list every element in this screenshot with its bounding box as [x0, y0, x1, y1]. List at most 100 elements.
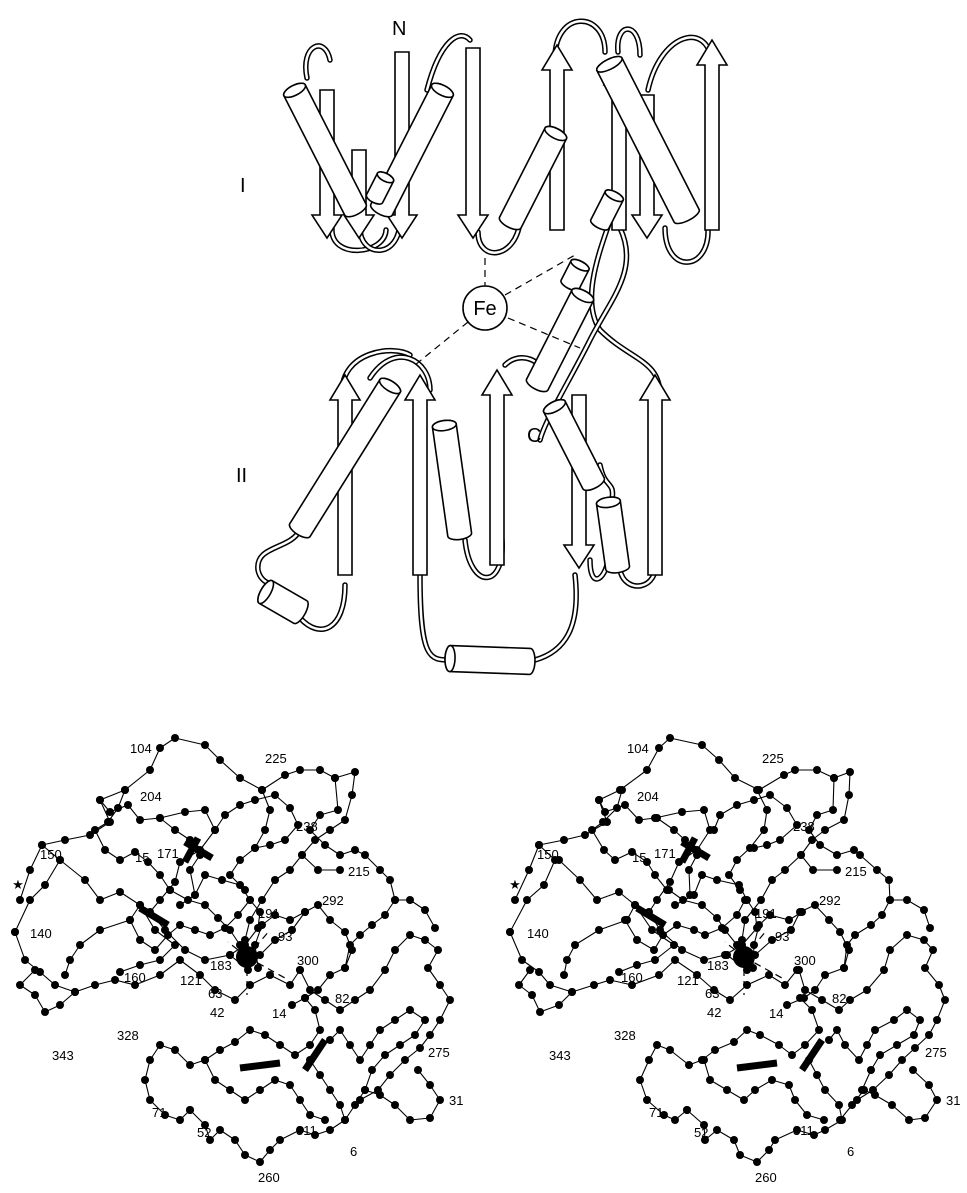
- helix: [524, 286, 595, 395]
- c-alpha-atom: [555, 1001, 563, 1009]
- c-alpha-atom: [271, 791, 279, 799]
- c-alpha-atom: [811, 986, 819, 994]
- c-alpha-atom: [935, 981, 943, 989]
- c-alpha-atom: [136, 901, 144, 909]
- c-alpha-atom: [348, 791, 356, 799]
- c-alpha-atom: [633, 961, 641, 969]
- c-alpha-atom: [341, 816, 349, 824]
- residue-label: 215: [348, 864, 370, 879]
- c-alpha-atom: [921, 964, 929, 972]
- c-alpha-atom: [341, 1116, 349, 1124]
- c-alpha-atom: [560, 971, 568, 979]
- c-alpha-atom: [96, 896, 104, 904]
- c-alpha-atom: [391, 896, 399, 904]
- c-alpha-atom: [666, 734, 674, 742]
- c-alpha-atom: [336, 866, 344, 874]
- c-alpha-atom: [750, 941, 758, 949]
- c-alpha-atom: [611, 856, 619, 864]
- c-alpha-atom: [301, 908, 309, 916]
- c-alpha-atom: [888, 1101, 896, 1109]
- c-alpha-atom: [156, 896, 164, 904]
- c-alpha-atom: [686, 891, 694, 899]
- c-alpha-atom: [600, 846, 608, 854]
- c-alpha-atom: [191, 891, 199, 899]
- c-alpha-atom: [693, 851, 701, 859]
- c-alpha-atom: [515, 981, 523, 989]
- c-alpha-atom: [846, 768, 854, 776]
- c-alpha-atom: [206, 931, 214, 939]
- c-alpha-atom: [926, 924, 934, 932]
- c-alpha-atom: [436, 1016, 444, 1024]
- c-alpha-atom: [341, 928, 349, 936]
- backbone-segment: [330, 1010, 425, 1090]
- c-alpha-atom: [536, 1008, 544, 1016]
- c-alpha-atom: [421, 1016, 429, 1024]
- c-alpha-atom: [246, 916, 254, 924]
- c-alpha-atom: [351, 768, 359, 776]
- c-alpha-atom: [391, 1101, 399, 1109]
- c-alpha-atom: [376, 1026, 384, 1034]
- residue-label: 238: [296, 819, 318, 834]
- residue-label: 311: [793, 1123, 814, 1138]
- c-alpha-atom: [376, 866, 384, 874]
- residue-label: 150: [537, 847, 559, 862]
- c-alpha-atom: [346, 941, 354, 949]
- c-alpha-atom: [106, 808, 114, 816]
- residue-label: 71: [649, 1105, 663, 1120]
- fe-atom: [236, 946, 258, 968]
- c-alpha-atom: [406, 896, 414, 904]
- c-alpha-atom: [321, 841, 329, 849]
- c-alpha-atom: [903, 896, 911, 904]
- c-alpha-atom: [595, 796, 603, 804]
- c-alpha-atom: [833, 851, 841, 859]
- c-alpha-atom: [898, 1056, 906, 1064]
- c-alpha-atom: [261, 1031, 269, 1039]
- c-alpha-atom: [196, 851, 204, 859]
- c-alpha-atom: [368, 1066, 376, 1074]
- c-alpha-atom: [855, 1056, 863, 1064]
- c-alpha-atom: [266, 806, 274, 814]
- c-alpha-atom: [361, 1086, 369, 1094]
- c-alpha-atom: [411, 1031, 419, 1039]
- c-alpha-atom: [818, 996, 826, 1004]
- residue-label: 260: [258, 1170, 280, 1185]
- c-alpha-atom: [51, 981, 59, 989]
- c-alpha-atom: [66, 956, 74, 964]
- c-alpha-atom: [768, 876, 776, 884]
- c-alpha-atom: [261, 826, 269, 834]
- c-alpha-atom: [713, 914, 721, 922]
- c-alpha-atom: [750, 844, 758, 852]
- residue-label: 292: [322, 893, 344, 908]
- c-alpha-atom: [226, 871, 234, 879]
- residue-label: 63: [705, 986, 719, 1001]
- c-alpha-atom: [201, 806, 209, 814]
- c-alpha-atom: [26, 866, 34, 874]
- c-alpha-atom: [136, 961, 144, 969]
- c-alpha-atom: [76, 941, 84, 949]
- c-alpha-atom: [681, 836, 689, 844]
- c-alpha-atom: [181, 946, 189, 954]
- c-alpha-atom: [184, 896, 192, 904]
- fe-label: Fe: [473, 298, 496, 320]
- helix: [559, 257, 590, 293]
- marker-star: ★: [12, 877, 24, 892]
- c-alpha-atom: [683, 1106, 691, 1114]
- c-alpha-atom: [156, 971, 164, 979]
- c-alpha-atom: [356, 931, 364, 939]
- c-alpha-atom: [796, 994, 804, 1002]
- c-alpha-atom: [933, 1016, 941, 1024]
- c-alpha-atom: [763, 841, 771, 849]
- c-alpha-atom: [836, 1116, 844, 1124]
- residue-label: 150: [40, 847, 62, 862]
- c-alpha-atom: [146, 1096, 154, 1104]
- c-alpha-atom: [726, 996, 734, 1004]
- c-alpha-atom: [805, 1056, 813, 1064]
- c-alpha-atom: [775, 1041, 783, 1049]
- helix: [445, 645, 536, 674]
- residue-label: 183: [210, 958, 232, 973]
- c-alpha-atom: [336, 1006, 344, 1014]
- residue-label: 260: [755, 1170, 777, 1185]
- c-alpha-atom: [845, 791, 853, 799]
- c-alpha-atom: [426, 1031, 434, 1039]
- c-alpha-atom: [376, 1091, 384, 1099]
